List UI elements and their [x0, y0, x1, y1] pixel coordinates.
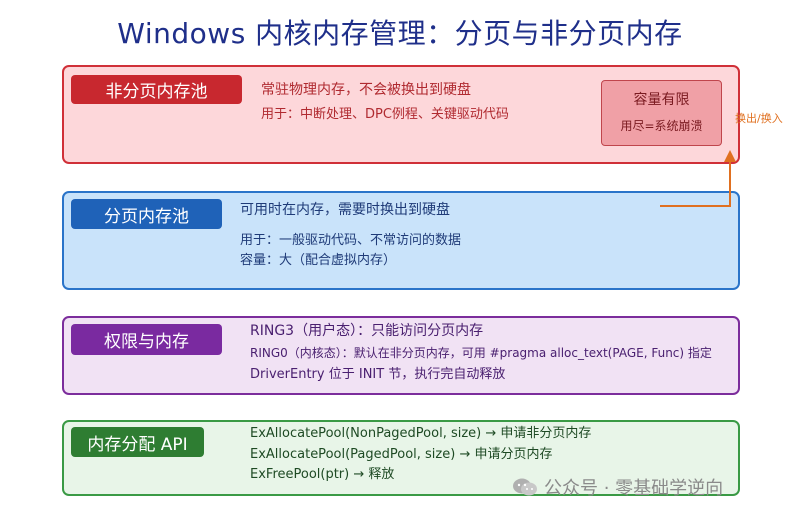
api-paged-alloc: ExAllocatePool(PagedPool, size) → 申请分页内存: [250, 447, 553, 462]
paged-usage: 用于：一般驱动代码、不常访问的数据: [240, 233, 462, 248]
paged-capacity: 容量：大（配合虚拟内存）: [240, 253, 397, 268]
api-free: ExFreePool(ptr) → 释放: [250, 467, 395, 482]
capacity-title: 容量有限: [633, 92, 690, 108]
privilege-panel: 权限与内存 RING3（用户态）：只能访问分页内存 RING0（内核态）：默认在…: [62, 316, 740, 395]
alloc-api-panel: 内存分配 API ExAllocatePool(NonPagedPool, si…: [62, 420, 740, 496]
paged-pool-tag: 分页内存池: [71, 199, 222, 229]
watermark-text: 公众号 · 零基础学逆向: [544, 478, 724, 499]
nonpaged-desc: 常驻物理内存，不会被换出到硬盘: [261, 82, 471, 98]
privilege-tag: 权限与内存: [71, 324, 222, 355]
paged-pool-panel: 分页内存池 可用时在内存，需要时换出到硬盘 用于：一般驱动代码、不常访问的数据 …: [62, 191, 740, 290]
api-nonpaged-alloc: ExAllocatePool(NonPagedPool, size) → 申请非…: [250, 426, 592, 441]
capacity-box: 容量有限 用尽=系统崩溃: [601, 80, 722, 146]
capacity-note: 用尽=系统崩溃: [620, 119, 703, 133]
nonpaged-pool-tag: 非分页内存池: [71, 75, 242, 104]
privilege-ring0: RING0（内核态）：默认在非分页内存，可用 #pragma alloc_tex…: [250, 346, 712, 360]
privilege-driverentry: DriverEntry 位于 INIT 节，执行完自动释放: [250, 367, 506, 382]
diagram-title: Windows 内核内存管理：分页与非分页内存: [117, 17, 683, 50]
nonpaged-usage: 用于：中断处理、DPC例程、关键驱动代码: [261, 107, 509, 122]
watermark: 公众号 · 零基础学逆向: [512, 474, 723, 500]
swap-label: 换出/换入: [735, 112, 783, 125]
privilege-ring3: RING3（用户态）：只能访问分页内存: [250, 323, 484, 339]
wechat-icon: [513, 478, 537, 496]
nonpaged-pool-panel: 非分页内存池 常驻物理内存，不会被换出到硬盘 用于：中断处理、DPC例程、关键驱…: [62, 65, 740, 164]
paged-desc: 可用时在内存，需要时换出到硬盘: [240, 202, 450, 218]
alloc-api-tag: 内存分配 API: [71, 427, 204, 457]
